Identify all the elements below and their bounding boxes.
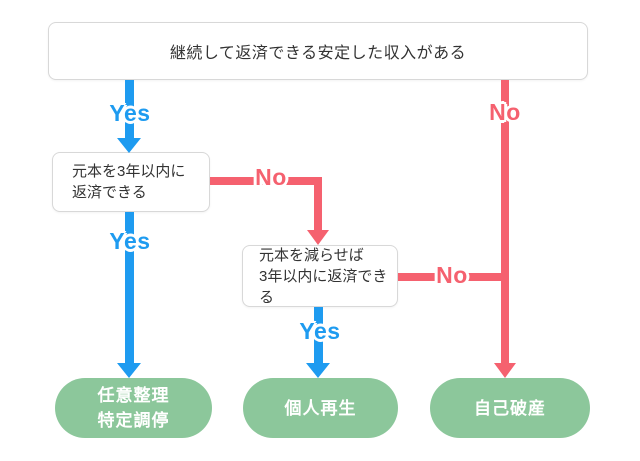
no-connector-1-vertical: [314, 177, 322, 231]
no-arrow-1-head-icon: [307, 230, 329, 245]
yes-arrow-2-head-icon: [117, 363, 141, 378]
no-connector-right-vertical: [501, 80, 509, 363]
node-stable-income-label: 継続して返済できる安定した収入がある: [169, 45, 467, 62]
yes-arrow-1-head-icon: [117, 138, 141, 153]
yes-label-2: Yes: [109, 228, 151, 254]
yes-label-1: Yes: [109, 100, 151, 126]
outcome-voluntary-line2: 特定調停: [97, 411, 170, 430]
no-arrow-right-head-icon: [494, 363, 516, 378]
yes-arrow-1-shaft: [125, 80, 134, 138]
no-connector-2-horizontal: [398, 273, 501, 281]
node-repay-within-3y-line2: 返済できる: [72, 184, 147, 201]
no-connector-1-horizontal: [210, 177, 322, 185]
node-stable-income: 継続して返済できる安定した収入がある: [48, 22, 588, 80]
node-repay-within-3y-line1: 元本を3年以内に: [72, 163, 186, 180]
yes-arrow-3-shaft: [314, 307, 323, 363]
no-label-top: No: [489, 99, 521, 125]
outcome-bankruptcy: 自己破産: [430, 378, 590, 438]
no-label-2: No: [436, 262, 468, 288]
node-repay-within-3y: 元本を3年以内に 返済できる: [52, 152, 210, 212]
outcome-voluntary-line1: 任意整理: [97, 386, 170, 405]
outcome-individual-rehabilitation: 個人再生: [243, 378, 398, 438]
outcome-bankruptcy-label: 自己破産: [474, 398, 546, 418]
outcome-individual-rehabilitation-label: 個人再生: [284, 398, 357, 418]
yes-arrow-3-head-icon: [306, 363, 330, 378]
node-repay-if-reduced-line1: 元本を減らせば: [259, 246, 364, 264]
node-repay-if-reduced-line2: 3年以内に返済できる: [259, 267, 388, 306]
no-label-1: No: [255, 164, 287, 190]
node-repay-if-reduced: 元本を減らせば 3年以内に返済できる: [242, 245, 398, 307]
yes-label-3: Yes: [299, 318, 341, 344]
outcome-voluntary-arrangement: 任意整理 特定調停: [55, 378, 212, 438]
yes-arrow-2-shaft: [125, 212, 134, 363]
